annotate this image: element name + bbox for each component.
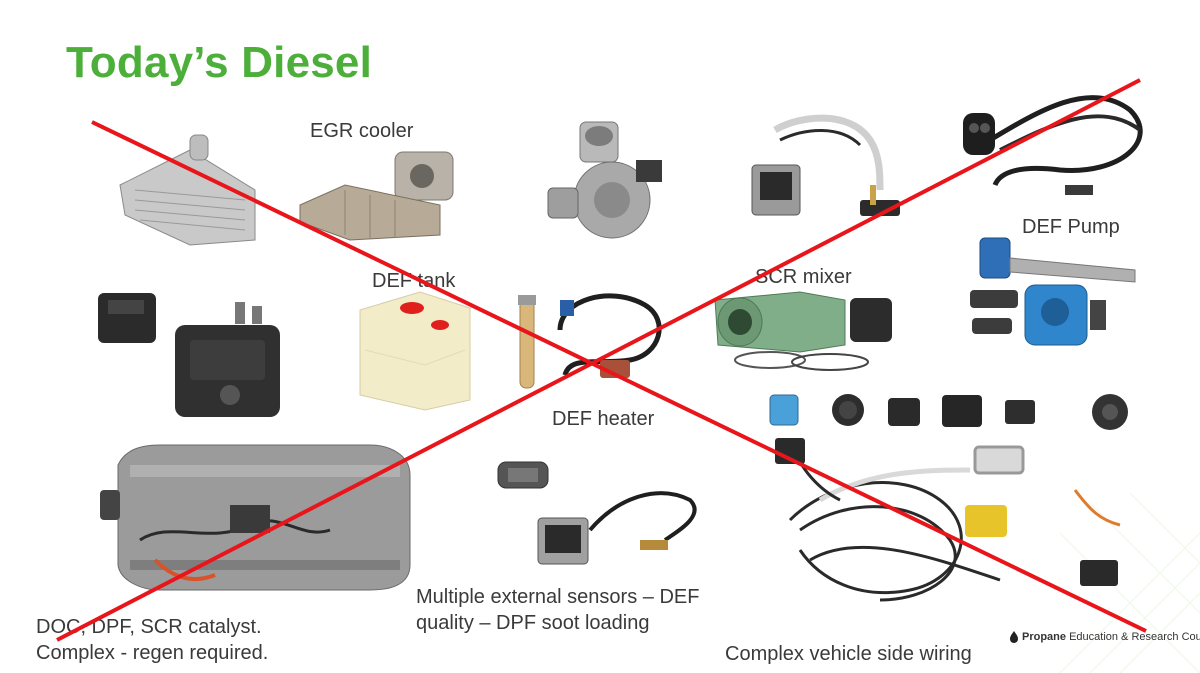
label-wiring: Complex vehicle side wiring bbox=[725, 643, 972, 665]
def-pump-image bbox=[970, 237, 1136, 346]
connectors-row-image bbox=[769, 394, 1128, 430]
footer-org-rest: Education & Research Council bbox=[1069, 631, 1200, 643]
label-def-heater: DEF heater bbox=[552, 408, 655, 430]
harness-top-image bbox=[963, 95, 1143, 195]
egr-cooler-image bbox=[299, 151, 454, 241]
flame-drop-icon bbox=[1010, 631, 1018, 643]
label-doc-line1: DOC, DPF, SCR catalyst. bbox=[36, 616, 262, 638]
def-supply-module-image bbox=[98, 293, 280, 417]
egr-valve-image bbox=[547, 121, 662, 239]
footer-logo: Propane Education & Research Council bbox=[1010, 631, 1200, 643]
def-tank-image bbox=[359, 291, 471, 411]
label-def-pump: DEF Pump bbox=[1022, 216, 1120, 238]
label-doc-line2: Complex - regen required. bbox=[36, 642, 269, 664]
nox-sensor-top-image bbox=[751, 114, 900, 216]
label-egr-cooler: EGR cooler bbox=[310, 120, 414, 142]
def-heater-image bbox=[518, 293, 662, 389]
label-sensors-line1: Multiple external sensors – DEF bbox=[416, 586, 700, 608]
scr-mixer-image bbox=[714, 291, 892, 371]
aftertreatment-unit-image bbox=[100, 444, 411, 591]
wiring-harness-image bbox=[775, 438, 1121, 602]
label-sensors-line2: quality – DPF soot loading bbox=[416, 612, 650, 634]
label-def-tank: DEF tank bbox=[372, 270, 456, 292]
label-scr-mixer: SCR mixer bbox=[755, 266, 852, 288]
nox-sensor-bottom-image bbox=[497, 461, 697, 565]
radiator-image bbox=[119, 134, 256, 246]
footer-org-bold: Propane bbox=[1022, 631, 1067, 643]
